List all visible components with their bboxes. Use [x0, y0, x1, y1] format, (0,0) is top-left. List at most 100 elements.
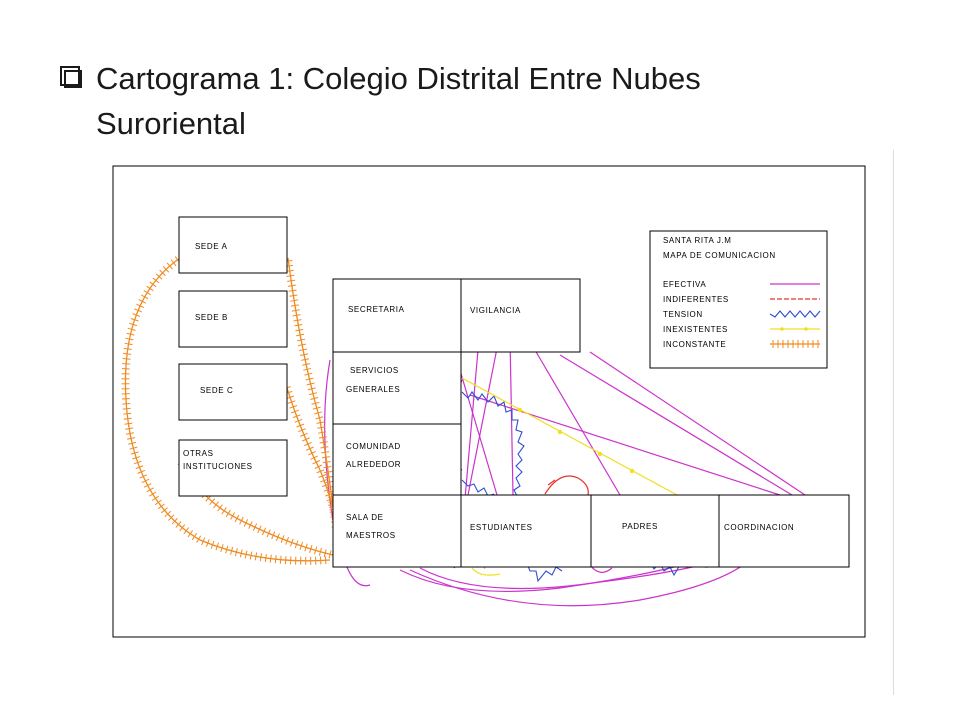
inconstant-hatch-tick [175, 521, 182, 528]
inconstant-hatch-tick [139, 474, 148, 479]
label-sede-b: SEDE B [195, 313, 228, 322]
inconstant-hatch-tick [234, 514, 240, 523]
inconstant-hatch-tick [225, 509, 231, 518]
inconstant-hatch-tick [123, 352, 132, 355]
inconstant-hatch-tick [311, 401, 320, 405]
inconstant-hatch-tick [318, 474, 327, 478]
inconstant-hatch-tick [285, 536, 290, 545]
inconstant-hatch-tick [275, 533, 280, 542]
inconstant-hatch-tick [319, 441, 328, 444]
inconstant-hatch-tick [305, 377, 314, 381]
label-maestros: MAESTROS [346, 531, 396, 540]
legend: SANTA RITA J.M MAPA DE COMUNICACION EFEC… [663, 236, 821, 349]
inconstant-hatch-tick [261, 527, 267, 536]
inconstant-hatch-tick [149, 281, 157, 288]
legend-items: EFECTIVAINDIFERENTESTENSIONINEXISTENTESI… [663, 280, 821, 349]
title-line-2: Suroriental [96, 106, 246, 141]
box-sede-c [178, 363, 288, 421]
inconstant-hatch-tick [320, 478, 329, 483]
inconstant-hatch-tick [299, 541, 304, 550]
inconstant-hatch-tick [297, 338, 306, 342]
legend-title-2: MAPA DE COMUNICACION [663, 251, 776, 260]
inconstant-hatch-tick [126, 332, 135, 336]
inconstant-hatch-tick [157, 503, 165, 510]
inconstant-hatch-tick [289, 405, 298, 409]
inconstant-hatch-tick [138, 299, 147, 304]
inconstant-hatch-tick [290, 538, 294, 547]
inconstant-hatch-tick [123, 417, 132, 420]
inconstant-hatch-tick [300, 353, 309, 356]
inconstant-hatch-tick [125, 427, 134, 430]
inconstant-hatch-tick [271, 531, 276, 540]
inconstant-hatch-tick [317, 426, 326, 429]
inconstant-hatch-tick [298, 343, 307, 347]
inconstant-hatch-tick [323, 488, 332, 492]
inconstant-hatch-tick [307, 387, 316, 391]
label-vigilancia: VIGILANCIA [470, 306, 521, 315]
inconstant-hatch-tick [309, 545, 313, 553]
inconstant-hatch-tick [325, 492, 334, 497]
inconstant-hatch-tick [130, 318, 139, 322]
inconstant-hatch-tick [209, 498, 216, 506]
inconstant-hatch-tick [248, 521, 253, 529]
inconstant-hatch-tick [312, 406, 321, 410]
inconstant-hatch-tick [161, 507, 168, 514]
inconstant-hatch-tick [321, 483, 330, 488]
inconstant-hatch-tick [310, 397, 319, 400]
inconstant-hatch-tick [314, 464, 323, 469]
inconstant-hatch-tick [290, 304, 299, 307]
legend-dot [804, 327, 808, 331]
label-alrededor: ALREDEDOR [346, 460, 401, 469]
inconstant-hatch-tick [308, 392, 317, 396]
inconstant-hatch-tick [266, 529, 271, 538]
inconstant-hatch-tick [123, 412, 132, 415]
inconstant-hatch-tick [318, 547, 322, 556]
inconstant-hatch-tick [321, 451, 330, 454]
inconstant-hatch-tick [294, 540, 299, 549]
inconstant-hatch-tick [171, 517, 178, 525]
box-estudiantes [460, 494, 592, 568]
inconstant-hatch-tick [287, 284, 296, 287]
inconstant-hatch-tick [249, 551, 253, 560]
label-comunidad: COMUNIDAD [346, 442, 401, 451]
inconstant-hatch-tick [308, 451, 316, 456]
inconstant-hatch-tick [291, 309, 300, 312]
inconstant-hatch-tick [167, 514, 175, 521]
inconstant-hatch-tick [325, 480, 334, 484]
title-line-1: Cartograma 1: Colegio Distrital Entre Nu… [96, 61, 701, 96]
inconstant-hatch-tick [252, 523, 258, 532]
inconstant-hatch-tick [322, 461, 331, 464]
inconstant-hatch-tick [292, 414, 301, 419]
inconstant-hatch-tick [170, 259, 177, 267]
inconstant-hatch-tick [146, 285, 154, 292]
inconstant-hatch-tick [318, 436, 327, 439]
inconstant-hatch-tick [257, 525, 262, 534]
legend-item-label: TENSION [663, 310, 703, 319]
inconstant-hatch-tick [304, 543, 308, 552]
inconstant-hatch-tick [141, 478, 150, 484]
inconstant-hatch-tick [239, 516, 244, 525]
inconstant-hatch-tick [320, 446, 329, 449]
inconstant-hatch-tick [210, 540, 215, 549]
legend-item-label: INDIFERENTES [663, 295, 729, 304]
inconstant-hatch-tick [300, 432, 308, 437]
inconstant-hatch-tick [149, 491, 157, 497]
inconstant-hatch-tick [239, 549, 243, 558]
inconstant-hatch-tick [136, 303, 144, 308]
inconstant-hatch-tick [166, 262, 173, 270]
box-secretaria [332, 278, 462, 353]
inconstant-hatch-tick [306, 446, 314, 451]
label-estudiantes: ESTUDIANTES [470, 523, 533, 532]
inconstant-hatch-tick [127, 437, 136, 440]
inconstant-hatch-tick [303, 367, 312, 371]
inconstant-hatch-tick [140, 294, 149, 300]
inconstant-hatch-tick [299, 348, 308, 352]
legend-item-label: EFECTIVA [663, 280, 706, 289]
inconstant-hatch-tick [291, 409, 299, 414]
inconstant-hatch-tick [134, 308, 143, 313]
divider [893, 150, 894, 695]
map-frame [112, 165, 866, 638]
inconstant-hatch-tick [302, 363, 311, 366]
inconstant-hatch-tick [287, 400, 296, 404]
inconstant-hatch-tick [328, 550, 332, 559]
